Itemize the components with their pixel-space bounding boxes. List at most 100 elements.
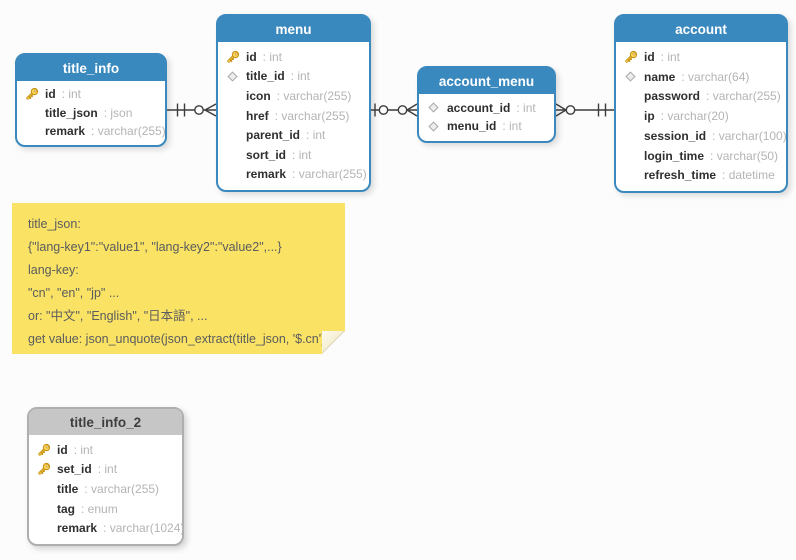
field-name: set_id [57, 462, 92, 477]
field-name: id [644, 49, 655, 64]
table-menu-header[interactable]: menu [218, 16, 369, 42]
field-name: id [45, 87, 56, 102]
key-icon [36, 443, 51, 457]
field-row-session_id[interactable]: session_id varchar(100) [623, 128, 787, 143]
sticky-note[interactable]: title_json: {"lang-key1":"value1", "lang… [12, 203, 345, 354]
note-line: title_json: [28, 217, 81, 231]
table-title_info_2-fields: idint set_idint titlevarchar(255) tagenu… [29, 435, 184, 544]
field-name: remark [45, 123, 86, 138]
diamond-icon [623, 71, 638, 82]
field-type: varchar(1024) [103, 521, 185, 535]
table-title_info_2[interactable]: title_info_2 idint set_idint titlevarcha… [27, 407, 184, 546]
field-type: varchar(255) [91, 124, 166, 138]
field-name: password [644, 89, 701, 104]
field-name: account_id [447, 100, 511, 115]
field-row-id[interactable]: idint [623, 50, 782, 64]
diamond-icon [426, 102, 441, 113]
table-title_info-header[interactable]: title_info [17, 55, 165, 81]
field-type: int [502, 119, 522, 133]
field-name: title_json [45, 105, 98, 120]
field-name: title [57, 481, 79, 496]
field-type: varchar(100) [712, 129, 787, 143]
table-account-header[interactable]: account [616, 16, 786, 42]
field-name: ip [644, 109, 655, 123]
table-menu-fields: idint title_idint iconvarchar(255) hrefv… [218, 42, 369, 190]
note-line: or: "中文", "English", "日本語", ... [28, 309, 208, 323]
field-name: session_id [644, 128, 707, 143]
field-row-title[interactable]: titlevarchar(255) [36, 482, 178, 496]
table-title_info_2-header[interactable]: title_info_2 [29, 409, 182, 435]
field-type: enum [81, 502, 118, 516]
note-line: "cn", "en", "jp" ... [28, 286, 120, 300]
field-row-login_time[interactable]: login_time varchar(50) [623, 149, 782, 163]
table-account[interactable]: account idint name varchar(64) password va… [614, 14, 788, 193]
field-row-remark[interactable]: remark varchar(255) [225, 167, 367, 182]
table-title_info-fields: idint title_json json remark varchar(255) [17, 81, 166, 145]
field-name: name [644, 69, 676, 84]
table-account_menu-fields: account_idint menu_idint [419, 94, 554, 141]
note-line: lang-key: [28, 263, 79, 277]
field-row-title_id[interactable]: title_id int [225, 69, 365, 83]
field-name: sort_id [246, 147, 287, 162]
field-row-ip[interactable]: ip varchar(20) [623, 109, 782, 123]
field-type: int [98, 462, 117, 476]
field-type: int [74, 443, 93, 457]
field-row-name[interactable]: name varchar(64) [623, 70, 782, 84]
field-type: int [291, 69, 310, 83]
field-row-parent_id[interactable]: parent_idint [225, 128, 365, 142]
field-type: varchar(20) [661, 109, 728, 123]
field-name: id [246, 49, 257, 64]
table-account_menu-header[interactable]: account_menu [419, 68, 554, 94]
note-line: get value: json_unquote(json_extract(tit… [28, 332, 326, 346]
field-name: id [57, 442, 68, 457]
diamond-icon [426, 121, 441, 132]
field-name: href [246, 108, 269, 123]
field-row-id[interactable]: idint [225, 50, 365, 64]
field-row-id[interactable]: idint [36, 443, 178, 457]
key-icon [623, 50, 638, 64]
table-account-fields: idint name varchar(64) password varchar(25… [616, 42, 787, 191]
field-type: varchar(64) [681, 70, 749, 84]
field-row-menu_id[interactable]: menu_idint [426, 119, 550, 133]
field-type: int [263, 50, 282, 64]
field-row-refresh_time[interactable]: refresh_time datetime [623, 168, 782, 182]
field-name: refresh_time [644, 168, 717, 183]
relationship-account_menu-account[interactable] [555, 103, 614, 117]
field-type: varchar(255) [277, 89, 351, 103]
key-icon [225, 50, 240, 64]
field-row-remark[interactable]: remark varchar(1024) [36, 521, 184, 536]
key-icon [24, 87, 39, 101]
field-row-remark[interactable]: remark varchar(255) [24, 123, 166, 138]
field-name: parent_id [246, 128, 301, 143]
field-row-set_id[interactable]: set_id int [36, 462, 178, 476]
relationship-title_info-menu[interactable] [167, 103, 217, 117]
field-name: remark [57, 521, 98, 536]
field-name: tag [57, 501, 75, 516]
table-menu[interactable]: menu idint title_idint iconvarchar(255) … [216, 14, 371, 192]
field-type: datetime [722, 168, 775, 182]
field-type: varchar(255) [292, 167, 367, 181]
relationship-menu-account_menu[interactable] [371, 103, 418, 117]
table-account_menu[interactable]: account_menu account_idint menu_idint [417, 66, 556, 143]
field-type: int [62, 87, 81, 101]
field-row-password[interactable]: password varchar(255) [623, 89, 782, 103]
field-row-account_id[interactable]: account_id int [426, 101, 550, 115]
table-title_info[interactable]: title_info idint title_json json remark va… [15, 53, 167, 147]
field-type: int [516, 101, 536, 115]
field-row-title_json[interactable]: title_json json [24, 106, 161, 120]
field-type: varchar(255) [706, 89, 781, 103]
field-name: icon [246, 88, 271, 103]
diamond-icon [225, 71, 240, 82]
field-row-icon[interactable]: icon varchar(255) [225, 89, 365, 103]
field-type: varchar(50) [710, 149, 778, 163]
field-row-tag[interactable]: tagenum [36, 502, 178, 516]
field-name: login_time [644, 148, 705, 163]
field-name: remark [246, 167, 287, 182]
field-name: title_id [246, 69, 285, 84]
field-row-sort_id[interactable]: sort_idint [225, 148, 365, 162]
field-type: int [661, 50, 680, 64]
field-type: json [104, 106, 132, 120]
field-row-id[interactable]: idint [24, 87, 161, 101]
field-row-href[interactable]: hrefvarchar(255) [225, 109, 365, 123]
